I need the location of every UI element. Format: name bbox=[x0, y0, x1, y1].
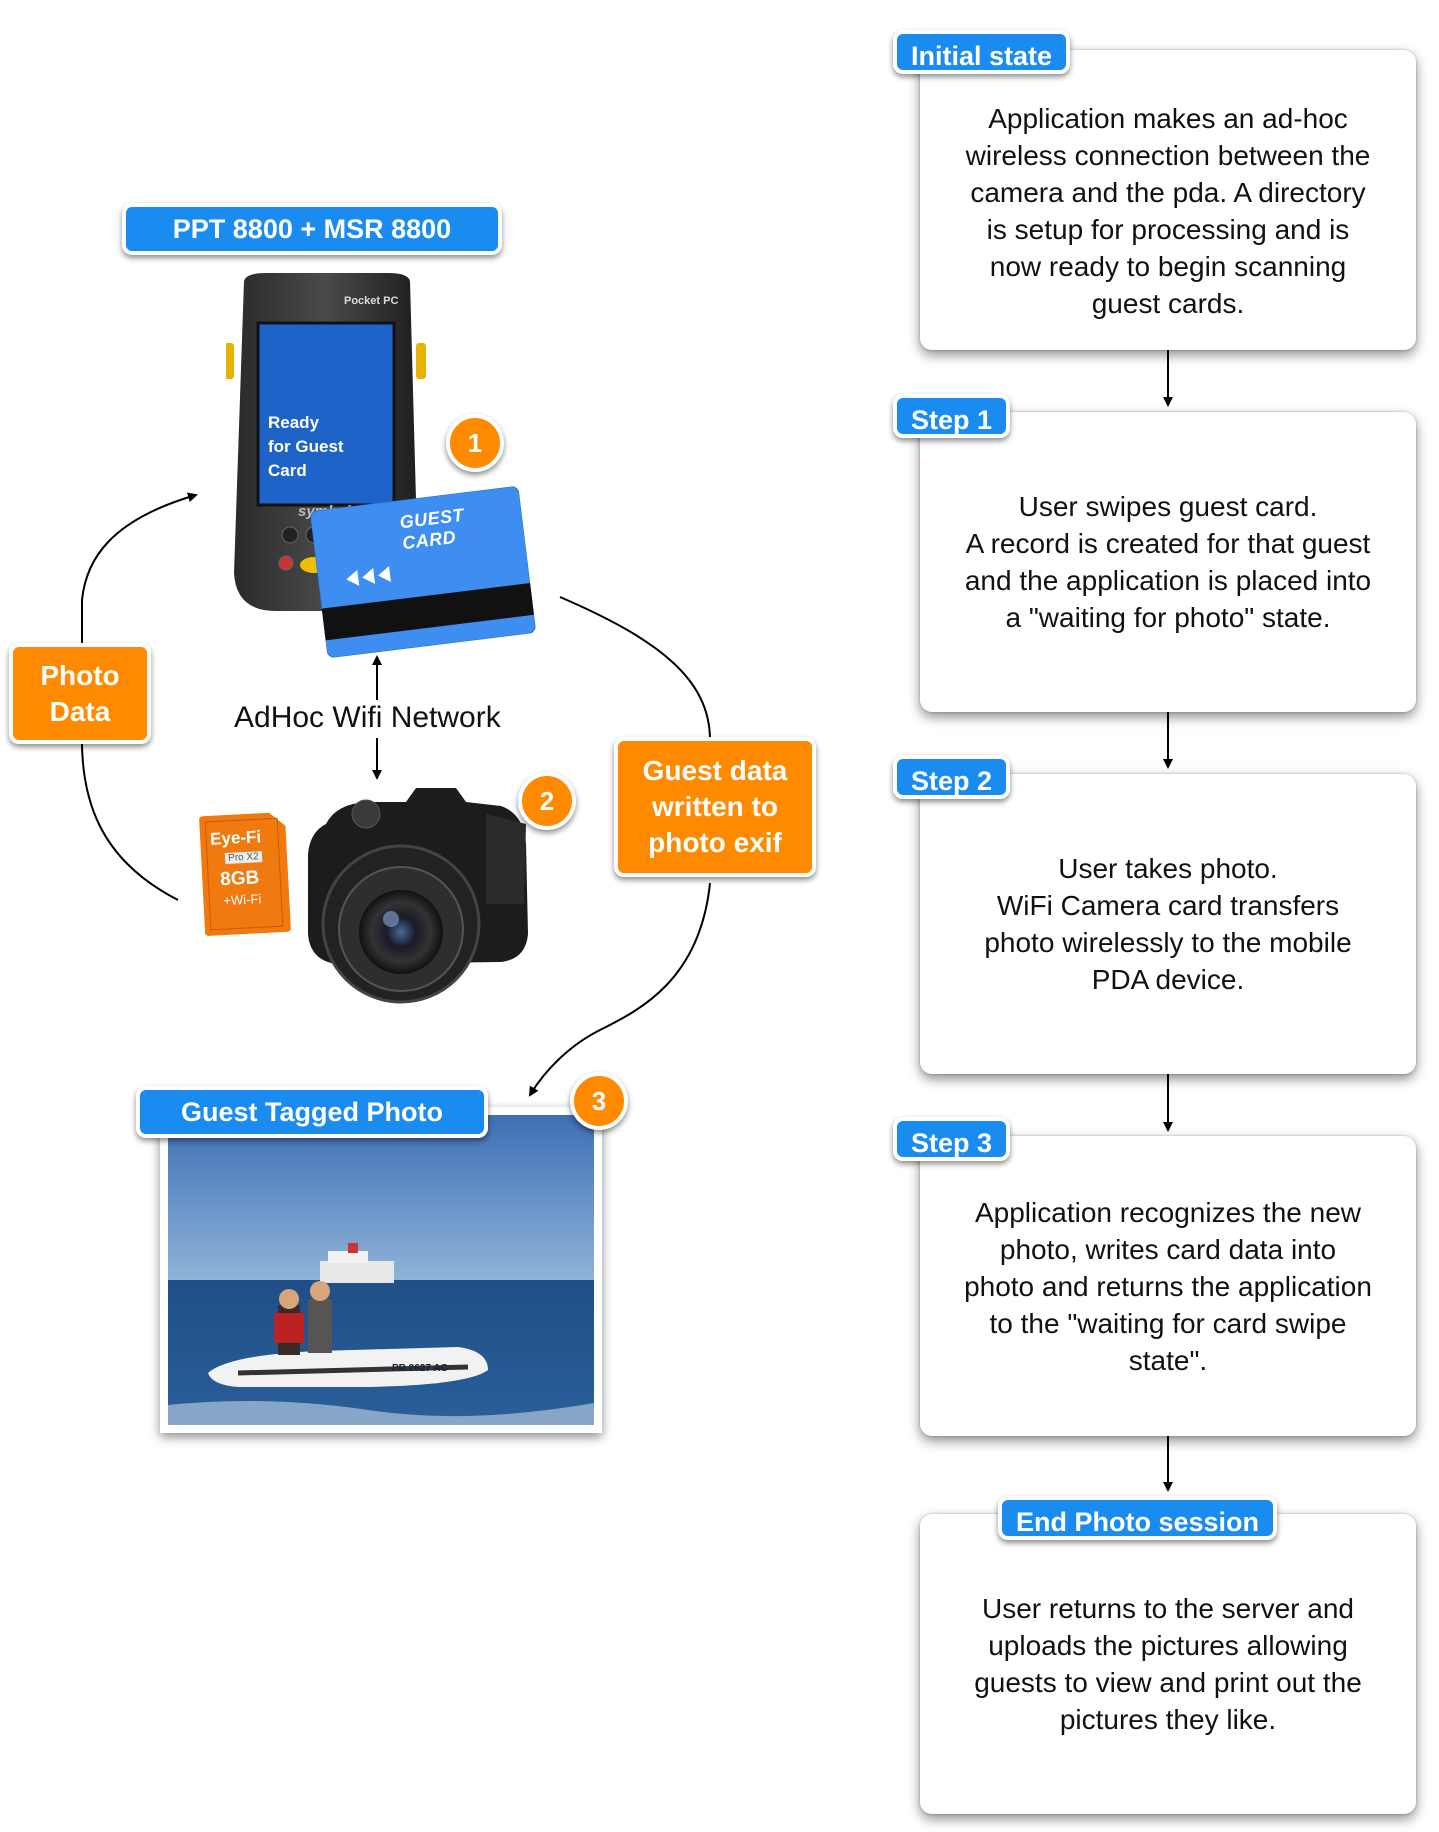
photo-tag: Guest Tagged Photo bbox=[136, 1086, 488, 1138]
step-box-initial: Application makes an ad-hoc wireless con… bbox=[920, 50, 1416, 350]
exif-tag: Guest data written to photo exif bbox=[614, 737, 816, 877]
step-text-2: User takes photo. WiFi Camera card trans… bbox=[984, 853, 1352, 995]
photo-image bbox=[168, 1115, 594, 1425]
step-tag-initial: Initial state bbox=[893, 30, 1071, 74]
guest-tagged-photo: PR 2627 AC bbox=[160, 1107, 602, 1433]
exif-tag-text: Guest data written to photo exif bbox=[642, 755, 788, 858]
sd-size: 8GB bbox=[219, 867, 260, 891]
guest-card: GUEST CARD bbox=[310, 486, 536, 658]
step-tag-end: End Photo session bbox=[998, 1496, 1278, 1540]
badge-1: 1 bbox=[446, 414, 504, 472]
adhoc-network-label: AdHoc Wifi Network bbox=[234, 701, 501, 734]
step-box-3: Application recognizes the new photo, wr… bbox=[920, 1136, 1416, 1436]
step-text-end: User returns to the server and uploads t… bbox=[974, 1593, 1362, 1735]
photo-data-tag: Photo Data bbox=[9, 643, 151, 744]
sd-wifi: +Wi-Fi bbox=[222, 891, 262, 909]
step-text-initial: Application makes an ad-hoc wireless con… bbox=[965, 103, 1371, 319]
photo-data-tag-text: Photo Data bbox=[40, 659, 120, 727]
step-tag-3: Step 3 bbox=[893, 1117, 1011, 1161]
exif-arrow-lower bbox=[528, 882, 711, 1097]
step-box-2: User takes photo. WiFi Camera card trans… bbox=[920, 774, 1416, 1074]
step-text-1: User swipes guest card. A record is crea… bbox=[964, 491, 1372, 633]
badge-2: 2 bbox=[518, 772, 576, 830]
device-screen-text: Ready for Guest Card bbox=[268, 413, 344, 480]
sd-model: Pro X2 bbox=[224, 851, 262, 865]
step-tag-2: Step 2 bbox=[893, 755, 1011, 799]
jetski-registration: PR 2627 AC bbox=[392, 1363, 448, 1374]
sd-brand: Eye-Fi bbox=[209, 827, 262, 849]
step-box-end: User returns to the server and uploads t… bbox=[920, 1514, 1416, 1814]
exif-arrow bbox=[559, 596, 711, 741]
step-text-3: Application recognizes the new photo, wr… bbox=[964, 1196, 1372, 1376]
eyefi-sd-card: Eye-Fi Pro X2 8GB +Wi-Fi bbox=[199, 812, 291, 936]
step-tag-1: Step 1 bbox=[893, 394, 1011, 438]
dslr-camera bbox=[296, 784, 536, 1014]
device-brand-label: Pocket PC bbox=[344, 295, 399, 307]
device-tag: PPT 8800 + MSR 8800 bbox=[122, 203, 502, 255]
badge-3: 3 bbox=[570, 1072, 628, 1130]
step-box-1: User swipes guest card. A record is crea… bbox=[920, 412, 1416, 712]
